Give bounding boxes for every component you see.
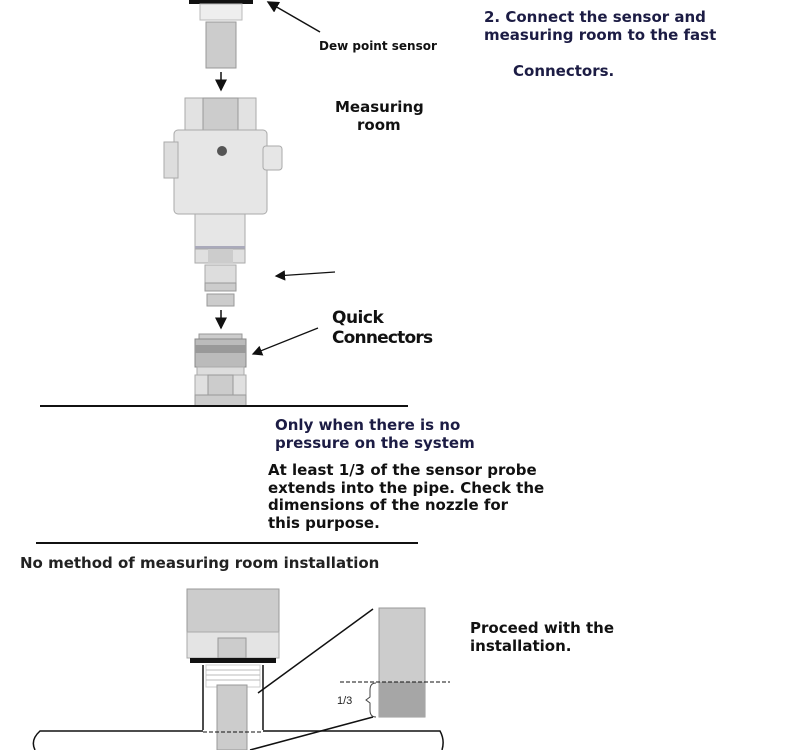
quick-connectors-label-2: Connectors bbox=[332, 328, 433, 348]
pressure-note-2: pressure on the system bbox=[275, 434, 475, 452]
measuring-room-arrow bbox=[274, 270, 336, 281]
step-instruction-line1: 2. Connect the sensor and bbox=[484, 8, 706, 26]
probe-note-3: dimensions of the nozzle for bbox=[268, 496, 509, 514]
probe-note-2: extends into the pipe. Check the bbox=[268, 479, 545, 497]
step-instruction-line3: Connectors. bbox=[513, 62, 615, 80]
quick-connectors-label-1: Quick bbox=[332, 308, 384, 328]
step-instruction-line2: measuring room to the fast bbox=[484, 26, 717, 44]
dew-point-sensor-part bbox=[189, 0, 253, 69]
probe-note-1: At least 1/3 of the sensor probe bbox=[268, 461, 537, 479]
measuring-room-label-1: Measuring bbox=[335, 98, 424, 116]
quick-connector-arrow bbox=[251, 327, 319, 356]
measuring-room-part bbox=[163, 97, 283, 307]
dew-sensor-arrow bbox=[266, 1, 321, 33]
probe-note-4: this purpose. bbox=[268, 514, 380, 532]
dew-point-sensor-label: Dew point sensor bbox=[319, 39, 437, 53]
fraction-label: 1/3 bbox=[337, 695, 352, 707]
proceed-note-2: installation. bbox=[470, 637, 572, 655]
section-heading: No method of measuring room installation bbox=[20, 554, 380, 572]
quick-connector-part bbox=[194, 333, 247, 407]
pressure-note-1: Only when there is no bbox=[275, 416, 461, 434]
proceed-note-1: Proceed with the bbox=[470, 619, 614, 637]
installation-detail: 1/3 bbox=[32, 588, 450, 750]
measuring-room-label-2: room bbox=[357, 116, 401, 134]
